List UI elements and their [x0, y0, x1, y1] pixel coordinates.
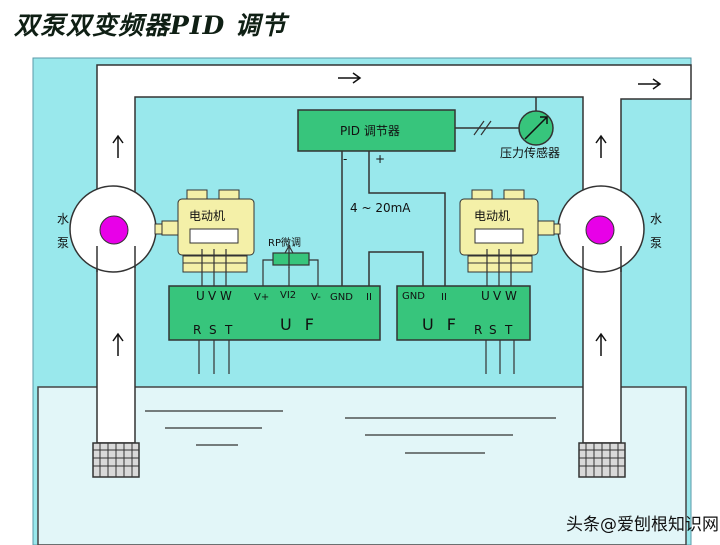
- vfd-left-box: [168, 285, 381, 341]
- motor-left-label: 电动机: [189, 209, 225, 223]
- pid-plus-label: +: [375, 152, 385, 166]
- vfd-left-input-t: T: [224, 323, 233, 337]
- motor-left: [161, 189, 255, 273]
- watermark: 头条@爱刨根知识网: [566, 515, 719, 535]
- vfd-left-terminal-ii: II: [366, 292, 372, 303]
- pressure-sensor-needle: [524, 116, 548, 140]
- vfd-left-output-v: V: [208, 289, 217, 303]
- vfd-right-name: U F: [422, 315, 460, 334]
- vfd-left-terminal-vminus: V-: [311, 292, 321, 303]
- pid-controller-label: PID 调节器: [340, 124, 400, 138]
- vfd-right-output-w: W: [505, 289, 517, 303]
- pressure-sensor-label: 压力传感器: [500, 145, 560, 160]
- page-title: 双泵双变频器PID 调节: [14, 11, 287, 40]
- pump-right-label-2: 泵: [650, 236, 662, 250]
- vfd-left-input-s: S: [209, 323, 217, 337]
- pump-right-label-1: 水: [650, 212, 662, 226]
- vfd-right-terminal-ii: II: [441, 292, 447, 303]
- flow-arrows: [112, 72, 662, 356]
- vfd-right-box: [396, 285, 531, 341]
- vfd-left-terminal-vplus: V+: [254, 292, 269, 303]
- potentiometer: [272, 252, 310, 266]
- vfd-left-name: U F: [280, 315, 318, 334]
- vfd-right-output-v: V: [493, 289, 502, 303]
- vfd-left-wiring: [198, 249, 319, 374]
- vfd-right-output-u: U: [481, 289, 490, 303]
- vfd-right-input-s: S: [489, 323, 497, 337]
- vfd-right-terminal-gnd: GND: [402, 291, 425, 302]
- vfd-left-output-w: W: [220, 289, 232, 303]
- motor-right: [459, 189, 555, 273]
- vfd-right-input-t: T: [504, 323, 513, 337]
- control-wiring: [341, 151, 446, 286]
- strainer-right: [578, 442, 626, 478]
- vfd-left-terminal-gnd: GND: [330, 292, 353, 303]
- potentiometer-wiper: [284, 244, 294, 268]
- vfd-left-terminal-vi2: VI2: [280, 290, 296, 301]
- water-tank: [37, 386, 687, 545]
- water-ripples: [145, 410, 556, 454]
- vfd-left-output-u: U: [196, 289, 205, 303]
- pump-left-label-1: 水: [57, 212, 69, 226]
- vfd-right-wiring: [485, 249, 515, 374]
- vfd-right-input-r: R: [474, 323, 482, 337]
- pid-controller-box: [297, 109, 456, 152]
- vfd-left-input-r: R: [193, 323, 201, 337]
- strainer-left: [92, 442, 140, 478]
- motor-right-label: 电动机: [474, 209, 510, 223]
- signal-range-label: 4 ~ 20mA: [350, 201, 411, 215]
- pump-left: [69, 185, 180, 273]
- pid-minus-label: -: [343, 152, 347, 166]
- pump-left-label-2: 泵: [57, 236, 69, 250]
- sensor-line-hatch: [473, 120, 492, 136]
- potentiometer-label: RP微调: [268, 236, 301, 249]
